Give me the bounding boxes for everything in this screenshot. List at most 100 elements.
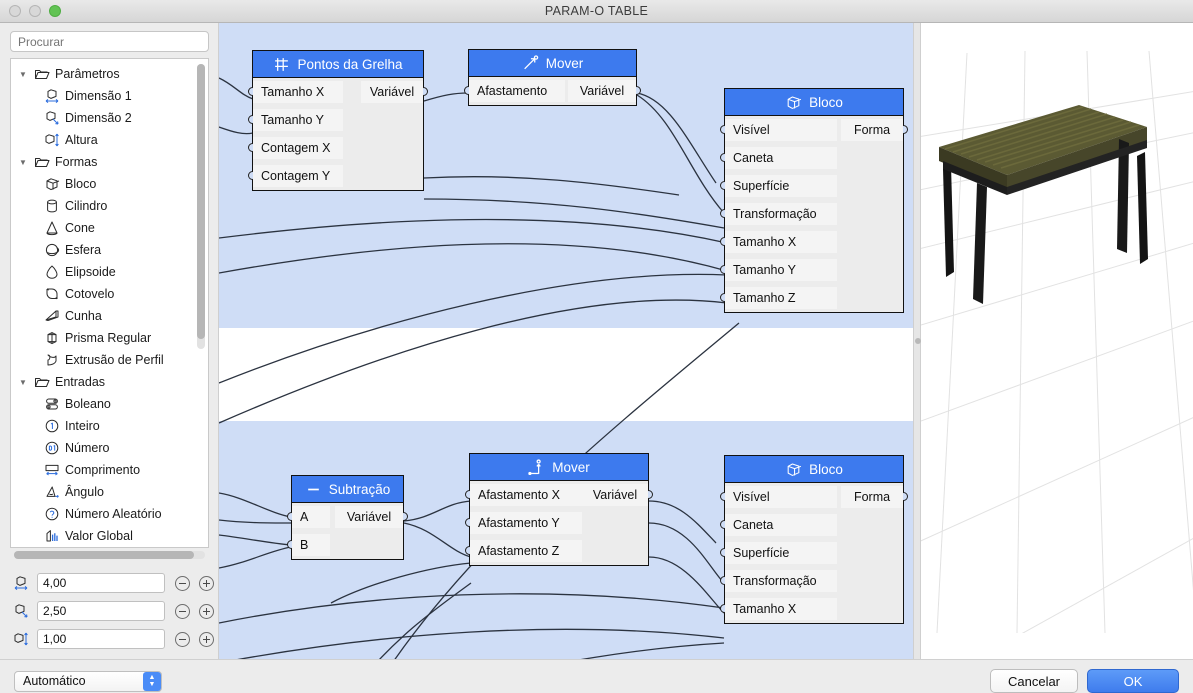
maximize-button[interactable] bbox=[49, 5, 61, 17]
increment-button-1[interactable] bbox=[199, 575, 214, 591]
dimension-input-2[interactable] bbox=[37, 601, 165, 621]
move-icon bbox=[522, 54, 539, 72]
tree-item-bloco[interactable]: Bloco bbox=[11, 173, 208, 195]
node-title: Mover bbox=[552, 459, 590, 475]
tree-item-prisma-regular[interactable]: Prisma Regular bbox=[11, 327, 208, 349]
node-header[interactable]: Subtração bbox=[292, 476, 403, 503]
dimension-x-icon bbox=[41, 88, 63, 104]
dimension-y-icon bbox=[10, 603, 32, 619]
tree-item-label: Número Aleatório bbox=[65, 507, 162, 521]
3d-viewport[interactable] bbox=[921, 23, 1193, 633]
tree-item-cilindro[interactable]: Cilindro bbox=[11, 195, 208, 217]
tree-scroll-thumb[interactable] bbox=[197, 64, 205, 339]
tree-item-n-mero[interactable]: Número bbox=[11, 437, 208, 459]
search-container bbox=[0, 31, 218, 58]
output-port-label: Variável bbox=[335, 506, 403, 528]
tree-item-cunha[interactable]: Cunha bbox=[11, 305, 208, 327]
splitter-grip[interactable] bbox=[915, 338, 921, 344]
minimize-button[interactable] bbox=[29, 5, 41, 17]
increment-button-2[interactable] bbox=[199, 603, 214, 619]
decrement-button-1[interactable] bbox=[175, 575, 190, 591]
disclosure-triangle-icon[interactable]: ▼ bbox=[19, 377, 27, 387]
tree-item-boleano[interactable]: Boleano bbox=[11, 393, 208, 415]
tree-item-label: Comprimento bbox=[65, 463, 141, 477]
sphere-icon bbox=[41, 242, 63, 258]
tree-item-inteiro[interactable]: Inteiro bbox=[11, 415, 208, 437]
tree-item-cone[interactable]: Cone bbox=[11, 217, 208, 239]
tree-item-dimens-o-2[interactable]: Dimensão 2 bbox=[11, 107, 208, 129]
node-header[interactable]: Mover bbox=[470, 454, 648, 481]
tree-item-cotovelo[interactable]: Cotovelo bbox=[11, 283, 208, 305]
3d-preview-panel[interactable] bbox=[921, 23, 1193, 659]
disclosure-triangle-icon[interactable]: ▼ bbox=[19, 69, 27, 79]
tree-item-valor-global[interactable]: Valor Global bbox=[11, 525, 208, 547]
folder-icon bbox=[31, 66, 53, 82]
tree-item-par-metros[interactable]: ▼Parâmetros bbox=[11, 63, 208, 85]
move-icon bbox=[528, 458, 545, 476]
tree-item-comprimento[interactable]: Comprimento bbox=[11, 459, 208, 481]
node-header[interactable]: Bloco bbox=[725, 89, 903, 116]
node-header[interactable]: Pontos da Grelha bbox=[253, 51, 423, 78]
tree-item-formas[interactable]: ▼Formas bbox=[11, 151, 208, 173]
tree-vertical-scrollbar[interactable] bbox=[197, 64, 205, 349]
tree-item-dimens-o-1[interactable]: Dimensão 1 bbox=[11, 85, 208, 107]
dimension-y-icon bbox=[41, 110, 63, 126]
node-title: Bloco bbox=[809, 94, 843, 110]
increment-button-3[interactable] bbox=[199, 631, 214, 647]
tree-item-altura[interactable]: Altura bbox=[11, 129, 208, 151]
tree-item-label: Boleano bbox=[65, 397, 111, 411]
node-header[interactable]: Mover bbox=[469, 50, 636, 77]
node-port-row: Tamanho Y bbox=[720, 256, 903, 284]
tree-item-extrus-o-de-perfil[interactable]: Extrusão de Perfil bbox=[11, 349, 208, 371]
input-port-label: Tamanho Z bbox=[725, 287, 837, 309]
folder-icon bbox=[31, 374, 53, 390]
ellipsoid-icon bbox=[41, 264, 63, 280]
tree-item-elipsoide[interactable]: Elipsoide bbox=[11, 261, 208, 283]
node-port-row: Afastamento Z bbox=[465, 537, 648, 565]
tree-horizontal-scrollbar[interactable] bbox=[14, 551, 205, 559]
close-button[interactable] bbox=[9, 5, 21, 17]
tree-item-label: Esfera bbox=[65, 243, 102, 257]
tree-hscroll-thumb[interactable] bbox=[14, 551, 194, 559]
node-port-row: B bbox=[287, 531, 403, 559]
tree-item--ngulo[interactable]: Ângulo bbox=[11, 481, 208, 503]
disclosure-triangle-icon[interactable]: ▼ bbox=[19, 157, 27, 167]
tree-item-esfera[interactable]: Esfera bbox=[11, 239, 208, 261]
boolean-icon bbox=[41, 396, 63, 412]
window-title: PARAM-O TABLE bbox=[544, 4, 649, 18]
dimension-input-1[interactable] bbox=[37, 573, 165, 593]
node-header[interactable]: Bloco bbox=[725, 456, 903, 483]
minus-icon bbox=[305, 481, 322, 498]
cancel-button[interactable]: Cancelar bbox=[990, 669, 1078, 693]
panel-splitter[interactable] bbox=[913, 23, 921, 659]
dimension-input-3[interactable] bbox=[37, 629, 165, 649]
tree-item-n-mero-aleat-rio[interactable]: Número Aleatório bbox=[11, 503, 208, 525]
search-input[interactable] bbox=[10, 31, 209, 52]
input-port-label: Contagem X bbox=[253, 137, 343, 159]
box-icon bbox=[785, 94, 802, 111]
decrement-button-3[interactable] bbox=[175, 631, 190, 647]
decrement-button-2[interactable] bbox=[175, 603, 190, 619]
node-port-row: Afastamento Y bbox=[465, 509, 648, 537]
dimension-row-2 bbox=[0, 597, 218, 625]
dimension-x-icon bbox=[10, 575, 32, 591]
node-port-row: Superfície bbox=[720, 539, 903, 567]
node-port-row: Caneta bbox=[720, 144, 903, 172]
mode-select-container[interactable]: Automático ▲▼ bbox=[14, 670, 162, 692]
tree-item-entradas[interactable]: ▼Entradas bbox=[11, 371, 208, 393]
chevron-updown-icon[interactable]: ▲▼ bbox=[143, 671, 161, 691]
output-port-label: Forma bbox=[841, 119, 903, 141]
mode-select[interactable]: Automático ▲▼ bbox=[14, 670, 162, 692]
ok-button[interactable]: OK bbox=[1087, 669, 1179, 693]
tree-item-label: Inteiro bbox=[65, 419, 100, 433]
